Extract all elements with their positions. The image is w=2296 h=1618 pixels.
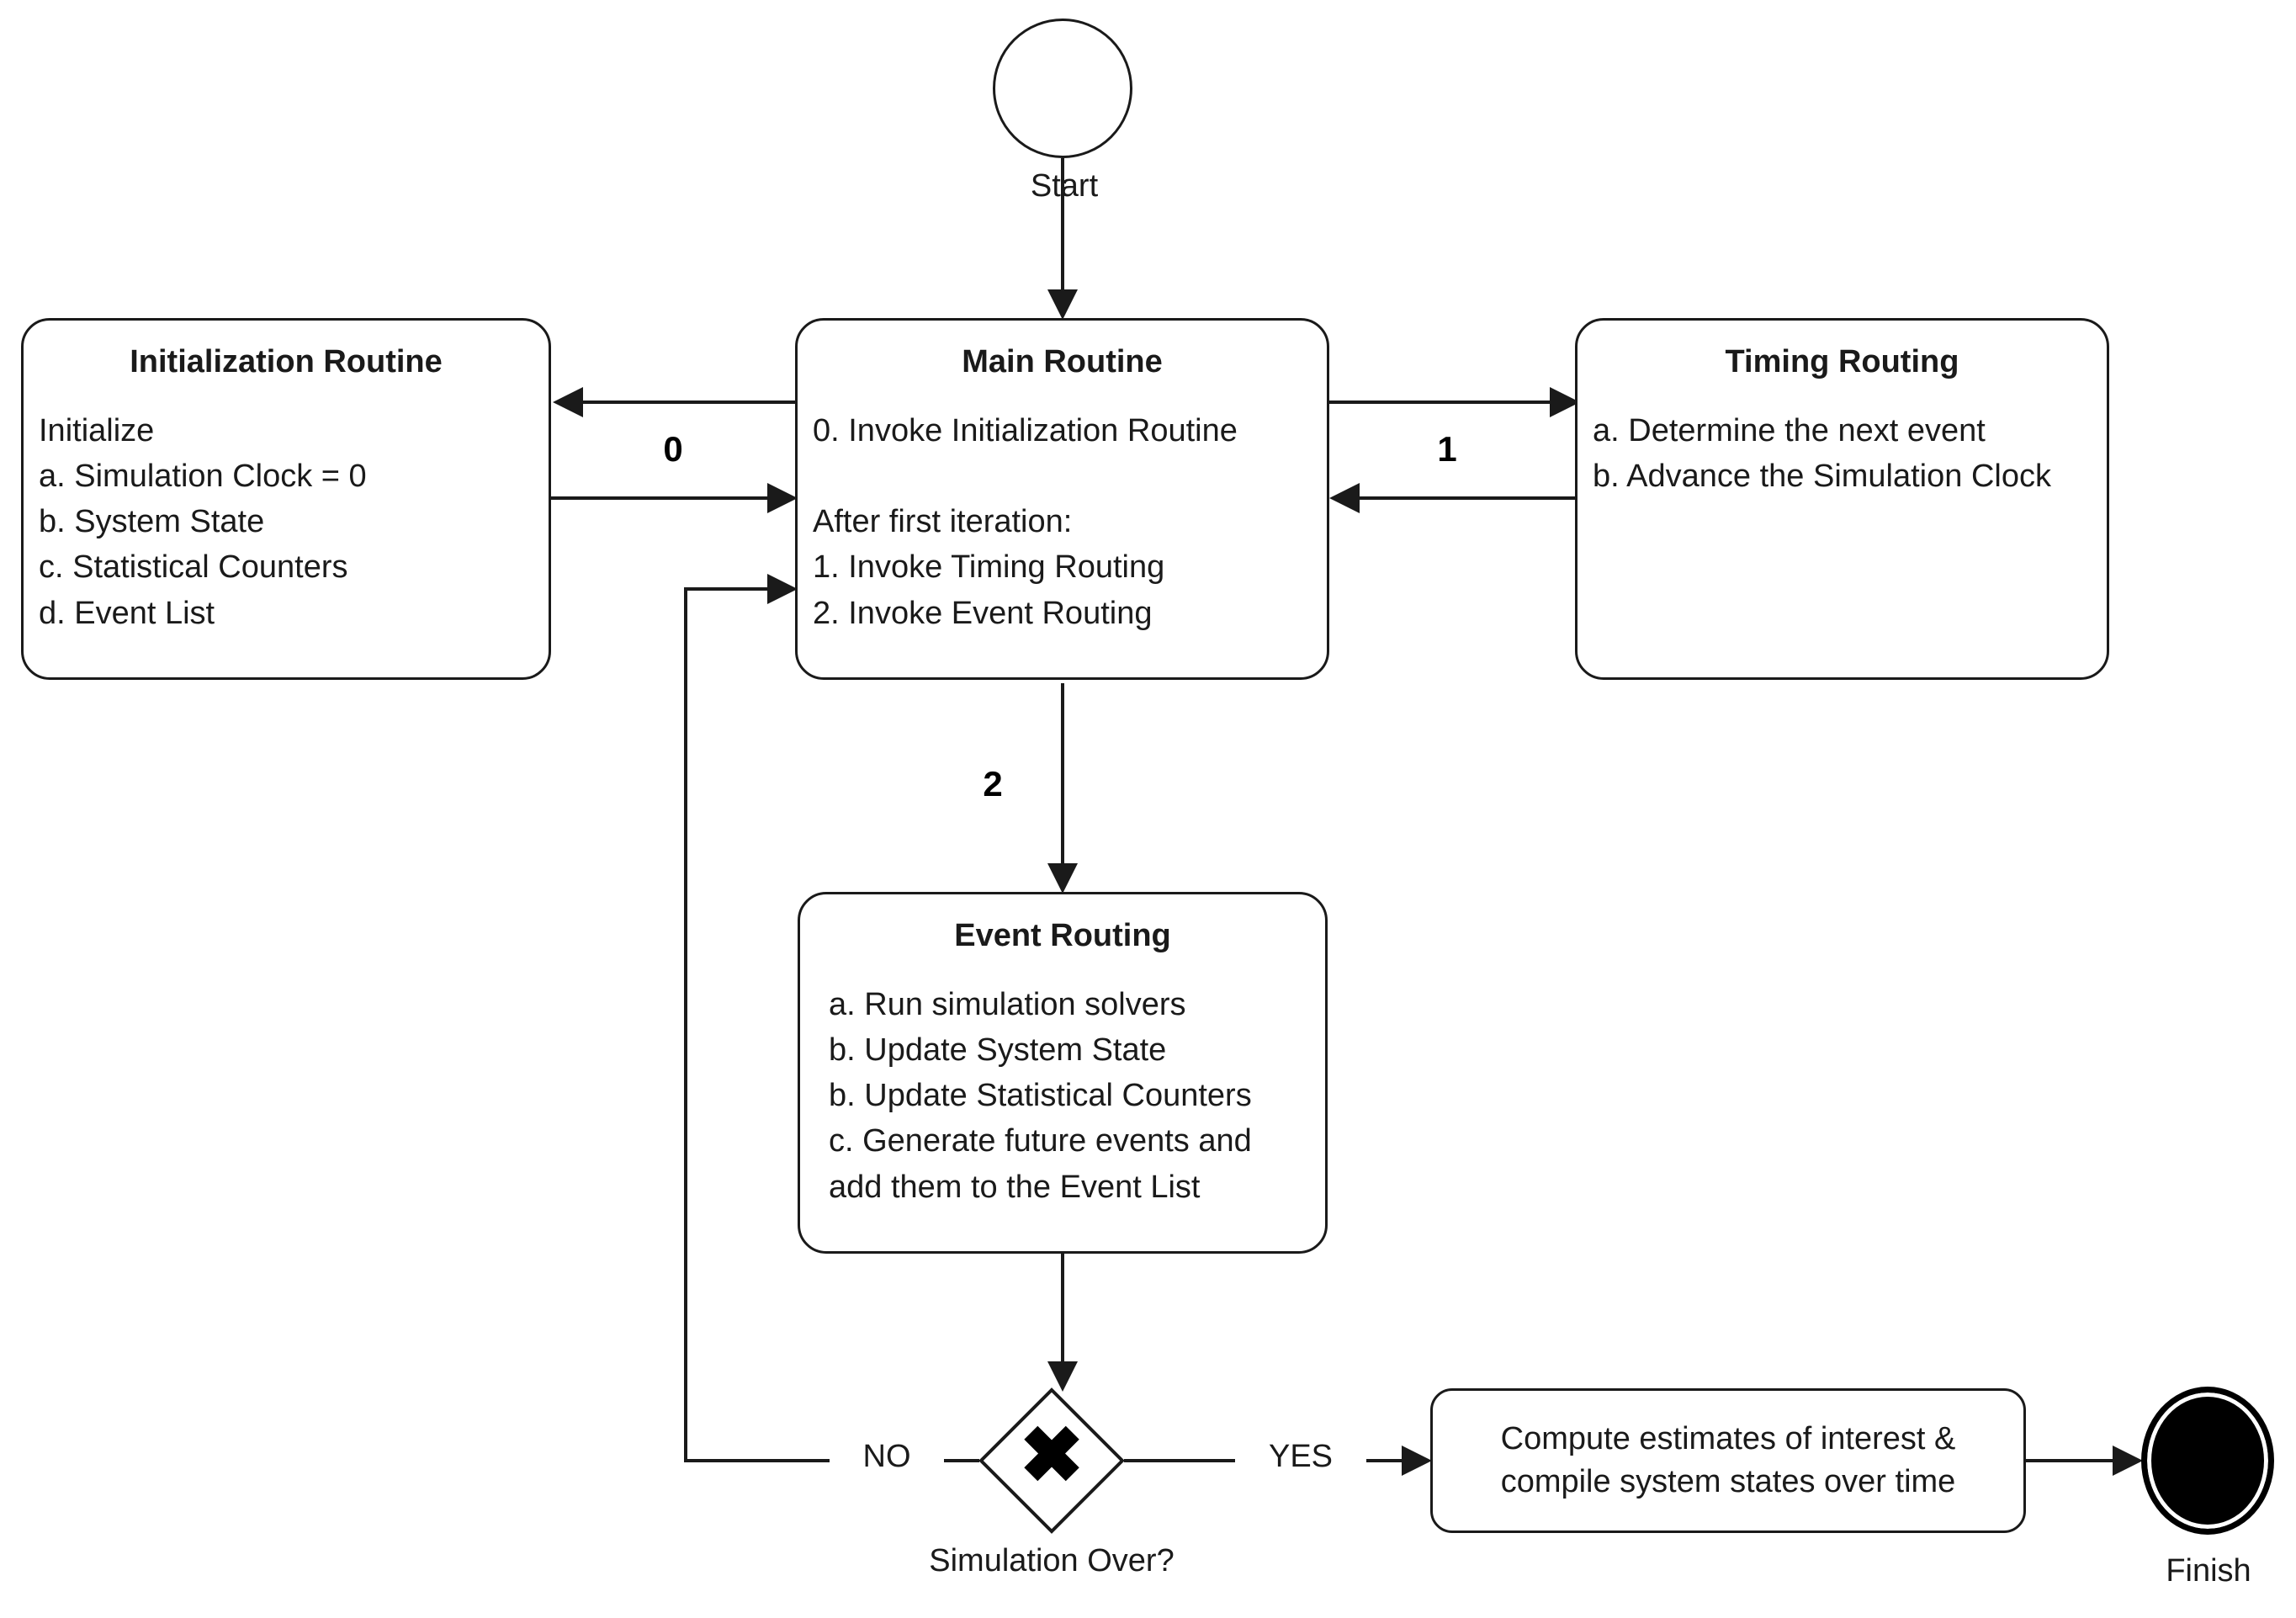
initialization-routine-title: Initialization Routine xyxy=(130,344,443,379)
compute-estimates-body: Compute estimates of interest & compile … xyxy=(1500,1421,1956,1500)
node-event-routing[interactable]: Event Routing a. Run simulation solvers … xyxy=(798,892,1328,1254)
finish-label: Finish xyxy=(2166,1553,2251,1589)
edge-label-yes: YES xyxy=(1235,1439,1366,1475)
initialization-routine-body: Initialize a. Simulation Clock = 0 b. Sy… xyxy=(39,412,367,631)
timing-routing-body: a. Determine the next event b. Advance t… xyxy=(1593,412,2051,494)
main-routine-body: 0. Invoke Initialization Routine After f… xyxy=(813,412,1238,631)
node-main-routine[interactable]: Main Routine 0. Invoke Initialization Ro… xyxy=(795,318,1329,680)
finish-node xyxy=(2141,1387,2274,1535)
event-routing-body: a. Run simulation solvers b. Update Syst… xyxy=(829,986,1252,1205)
decision-x-icon: ✖ xyxy=(1019,1413,1084,1499)
edge-label-event-call: 2 xyxy=(983,764,1003,804)
edge-label-init-call: 0 xyxy=(663,429,683,469)
node-initialization-routine[interactable]: Initialization Routine Initialize a. Sim… xyxy=(21,318,551,680)
node-timing-routing[interactable]: Timing Routing a. Determine the next eve… xyxy=(1575,318,2109,680)
timing-routing-title: Timing Routing xyxy=(1725,344,1959,379)
event-routing-title: Event Routing xyxy=(954,918,1171,953)
start-node xyxy=(993,19,1132,158)
start-label: Start xyxy=(1030,168,1099,204)
edge-label-timing-call: 1 xyxy=(1437,429,1457,469)
main-routine-title: Main Routine xyxy=(962,344,1163,379)
node-compute-estimates[interactable]: Compute estimates of interest & compile … xyxy=(1430,1388,2026,1533)
edge-label-no: NO xyxy=(830,1439,944,1475)
decision-caption: Simulation Over? xyxy=(929,1543,1175,1578)
